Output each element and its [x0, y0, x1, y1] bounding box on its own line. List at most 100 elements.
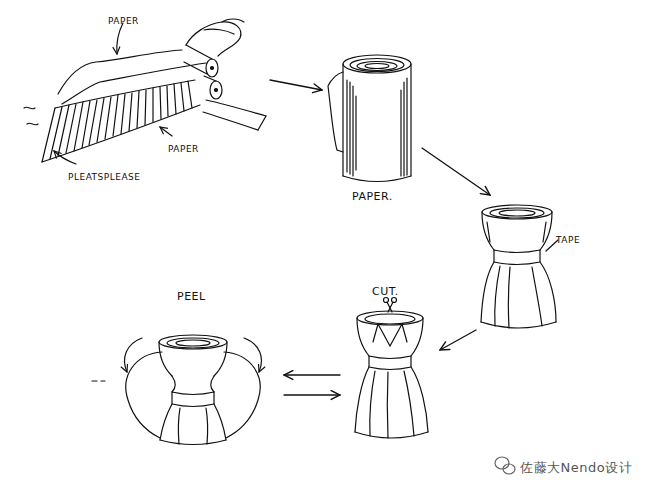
cut-roll — [355, 298, 428, 439]
paper-roll-stroke — [350, 59, 404, 72]
paper-roll-stroke — [343, 55, 411, 73]
pleating-machine-stroke — [27, 123, 38, 125]
paper-roll-stroke — [352, 86, 353, 176]
taped-roll-stroke — [482, 212, 494, 250]
pleating-machine-stroke — [54, 151, 76, 164]
pleating-machine-stroke — [58, 50, 182, 94]
pleating-machine-stroke — [188, 81, 192, 108]
process-arrow — [422, 148, 490, 195]
peeled-roll-stroke — [211, 376, 214, 392]
peeled-roll-stroke — [244, 338, 261, 372]
pleating-machine-stroke — [145, 90, 146, 125]
part-label: PLEATSPLEASE — [68, 172, 140, 182]
stage-caption: PAPER. — [352, 190, 393, 203]
cut-stage: CUT. — [340, 278, 440, 444]
paper-roll-stroke — [355, 96, 356, 170]
watermark: 佐藤大Nendo设计 — [520, 460, 632, 475]
peeled-roll-stroke — [178, 408, 180, 444]
pleating-machine-stroke — [181, 83, 184, 111]
taped-roll-stroke — [481, 262, 494, 322]
paper-roll — [328, 55, 411, 182]
cut-roll-stroke — [357, 318, 369, 356]
paper-roll-stroke — [357, 62, 397, 71]
pleating-machine-stroke — [24, 107, 35, 109]
text-slot: TAPE — [556, 228, 580, 247]
pleating-machine-stroke — [167, 86, 168, 116]
taped-roll-stroke — [499, 210, 535, 216]
cut-roll-stroke — [357, 311, 423, 325]
pleating-machine-stroke — [152, 88, 153, 122]
pleating-machine-stroke — [113, 95, 118, 136]
pleating-machine-stroke — [129, 93, 132, 131]
pleating-machine-stroke — [186, 45, 212, 59]
paper-roll-stroke — [328, 72, 343, 152]
text-slot: PAPER. — [352, 185, 393, 204]
stage-caption: CUT. — [372, 285, 399, 298]
cut-roll-stroke — [404, 371, 414, 436]
pleating-machine-stroke — [117, 23, 123, 54]
taped-roll-stroke — [482, 205, 552, 219]
taped-roll-stroke — [494, 250, 540, 265]
part-label: TAPE — [556, 235, 580, 245]
pleating-machine-stroke — [258, 116, 266, 130]
text-slot: PLEATSPLEASE — [68, 165, 140, 184]
pleating-machine-stroke — [74, 102, 83, 151]
peeled-roll — [92, 335, 261, 445]
pleating-machine-stroke — [160, 127, 172, 136]
text-slot: PAPER — [108, 9, 139, 28]
part-label: PAPER — [168, 144, 199, 154]
cut-roll-stroke — [378, 324, 402, 346]
pleating-machine-stroke — [215, 89, 218, 92]
peeled-roll-stroke — [160, 440, 226, 445]
pleating-machine-stroke — [105, 97, 111, 139]
peeled-roll-stroke — [101, 380, 105, 381]
process-arrow — [270, 80, 322, 90]
pleating-machine-stroke — [206, 59, 218, 77]
pleating-machine-stroke — [82, 101, 90, 148]
cut-roll-stroke — [369, 356, 411, 370]
label-slot: 佐藤大Nendo设计 — [520, 457, 632, 476]
cut-roll-stroke — [402, 324, 407, 342]
paper-roll-stroke — [406, 78, 407, 175]
peeled-roll-stroke — [125, 338, 142, 372]
pleating-machine-stroke — [210, 81, 222, 99]
peeled-roll-stroke — [126, 352, 162, 438]
cut-roll-stroke — [388, 302, 393, 312]
taped-roll-stroke — [490, 208, 544, 218]
peeled-roll-stroke — [176, 340, 210, 346]
peeled-roll-stroke — [172, 376, 175, 392]
taped-roll-stroke — [487, 222, 490, 242]
peeled-roll-stroke — [214, 342, 227, 376]
cut-roll-stroke — [355, 432, 428, 438]
roll-stage: PAPER. — [322, 45, 422, 205]
peeled-roll-stroke — [167, 338, 219, 348]
cut-roll-stroke — [411, 318, 423, 356]
peeled-roll-stroke — [206, 408, 208, 444]
pleating-machine-stroke — [203, 112, 258, 130]
paper-roll-stroke — [346, 80, 347, 172]
pleating-machine-stroke — [186, 22, 241, 56]
cut-roll-stroke — [365, 314, 415, 324]
process-arrow — [284, 374, 340, 375]
paper-roll-stroke — [349, 82, 350, 174]
part-label: PAPER — [108, 16, 139, 26]
paper-roll-stroke — [343, 176, 411, 182]
pleating-machine-stroke — [97, 98, 104, 142]
paper-roll-stroke — [365, 64, 389, 69]
peeled-roll-stroke — [172, 392, 214, 407]
pleating-machine-stroke — [206, 100, 266, 116]
tape-stage: TAPE — [476, 195, 588, 335]
taped-roll-stroke — [543, 222, 546, 242]
stage-caption: PEEL — [177, 290, 206, 303]
pleating-stage: PAPER PAPER PLEATSPLEASE — [20, 5, 270, 190]
pleating-machine-stroke — [62, 63, 206, 104]
cut-roll-stroke — [355, 367, 369, 432]
pleating-machine-stroke — [121, 94, 125, 134]
peeled-roll-stroke — [224, 352, 260, 438]
peeled-roll-stroke — [92, 380, 97, 381]
paper-roll-stroke — [400, 90, 401, 176]
process-arrow — [440, 330, 476, 350]
pleating-machine-stroke — [137, 91, 139, 128]
